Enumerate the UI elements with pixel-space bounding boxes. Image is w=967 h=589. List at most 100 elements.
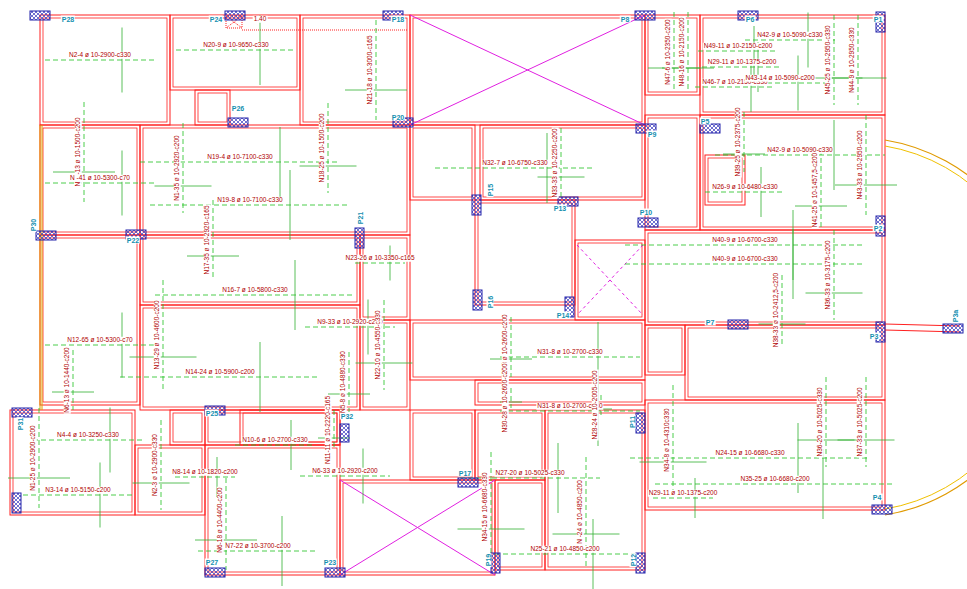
distribution-line: [260, 15, 261, 85]
rebar-line: [140, 162, 340, 163]
beam-outline: [575, 240, 645, 320]
slab-outline: [648, 18, 697, 92]
rebar-label: N1-35 ø 10-2920-c200: [174, 134, 181, 201]
column-symbol: [36, 231, 56, 240]
distribution-line: [52, 392, 94, 393]
rebar-line: [491, 452, 492, 562]
slab-outline: [498, 483, 542, 567]
beam-outline: [140, 125, 410, 235]
balcony-edge: [885, 140, 967, 515]
column-symbol: [872, 505, 892, 514]
column-label: P25: [205, 410, 219, 417]
column-symbol: [355, 228, 364, 248]
column-symbol: [340, 424, 349, 442]
distribution-line: [538, 177, 585, 178]
column-symbol: [12, 493, 21, 513]
column-label: P23: [323, 559, 337, 566]
rebar-label: N29-11 ø 10-1375-c200: [648, 490, 719, 497]
rebar-label: N38-33 ø 10-2412,5-c200: [773, 272, 780, 348]
rebar-label: N36-33 ø 10-3175-c200: [825, 239, 832, 310]
rebar-label: N42-9 ø 10-5090-c330: [756, 32, 823, 39]
rebar-label: N2-4 ø 10-2900-c330: [68, 52, 132, 59]
distribution-line: [390, 246, 391, 281]
rebar-line: [235, 445, 315, 446]
slab-outline: [648, 403, 882, 507]
beam-outline: [40, 235, 140, 405]
column-label: P15: [487, 183, 494, 197]
beam-outline: [645, 325, 685, 375]
rebar-line: [834, 15, 835, 105]
column-label: P12: [630, 553, 637, 567]
column-symbol: [943, 324, 963, 333]
slab-outline: [413, 128, 472, 197]
rebar-label: N48-16 ø 10-2150-c200: [679, 16, 686, 87]
column-label: P6: [745, 16, 756, 23]
slab-outline: [478, 413, 542, 477]
rebar-line: [45, 183, 155, 184]
beam-outline: [10, 410, 135, 515]
column-label: P17: [458, 470, 472, 477]
distribution-line: [110, 408, 111, 473]
void-cross: [577, 245, 643, 315]
distribution-line: [835, 185, 897, 186]
column-label: P14: [556, 312, 570, 319]
beam-outline: [410, 320, 645, 380]
slab-outline: [578, 243, 642, 317]
distribution-line: [761, 167, 762, 217]
beam-outline: [205, 445, 340, 575]
distribution-line: [368, 300, 369, 355]
rebar-label: N30-28 ø 10-2600-c200: [502, 362, 509, 433]
rebar-label: N32-7 ø 10-6750-c330: [481, 160, 548, 167]
rebar-label: N16-7 ø 10-5800-c330: [221, 287, 288, 294]
slab-outline: [478, 203, 572, 302]
beam-outline: [645, 15, 700, 95]
rebar-label: N47-6 ø 10-2350-c200: [665, 18, 672, 85]
column-label: P21: [357, 211, 364, 225]
rebar-label: N36-20 ø 10-5025-c330: [817, 386, 824, 457]
rebar-line: [561, 128, 562, 198]
rebar-line: [705, 192, 785, 193]
rebar-label: N43-14 ø 10-5090-c200: [744, 75, 815, 82]
rebar-label: N -41 ø 10-5300-c70: [69, 175, 131, 182]
beam-outline: [40, 15, 170, 125]
rebar-line: [866, 115, 867, 215]
column-label: P26: [231, 105, 245, 112]
beam-outline: [140, 235, 360, 305]
distribution-line: [122, 151, 123, 216]
column-symbol: [473, 290, 482, 310]
distribution-line: [291, 420, 292, 470]
beam-outline: [195, 90, 230, 125]
rebar-line: [821, 150, 822, 230]
rebar-line: [495, 554, 635, 555]
rebar-line: [698, 51, 778, 52]
rebar-label: N13-29 ø 10-4600-c200: [154, 299, 161, 370]
rebar-label: N11-11 ø 10-2220-c165: [325, 395, 332, 465]
beam-outline: [475, 200, 575, 305]
rebar-label: N8-14 ø 10-1820-c200: [171, 469, 238, 476]
rebar-label: N43-33 ø 10-2950-c200: [857, 129, 864, 200]
distribution-line: [798, 423, 799, 493]
rebar-label: N26-9 ø 10-6480-c330: [711, 184, 778, 191]
rebar-label: N2-3 ø 10-2900-c330: [152, 433, 159, 497]
rebar-line: [305, 327, 395, 328]
distribution-line: [363, 449, 364, 504]
beam-outline: [170, 410, 205, 445]
rebar-label: N28-24 ø 10-2005-c200: [592, 369, 599, 440]
rebar-line: [334, 410, 335, 450]
column-label: P18: [391, 16, 405, 23]
rebar-line: [176, 50, 296, 51]
rebar-line: [655, 484, 895, 485]
rebar-line: [39, 408, 40, 508]
slab-outline: [303, 18, 407, 122]
column-label: P8: [620, 16, 631, 23]
column-symbol: [325, 568, 345, 577]
balcony-edge: [885, 146, 967, 509]
beam-outline: [135, 445, 205, 515]
rebar-label: N34-15 ø 10-6680-c330: [482, 471, 489, 542]
distribution-line: [195, 540, 257, 541]
distribution-line: [798, 56, 799, 111]
column-symbol: [635, 11, 655, 20]
column-label: P4: [872, 494, 883, 501]
rebar-line: [782, 275, 783, 345]
void-cross: [410, 15, 645, 125]
